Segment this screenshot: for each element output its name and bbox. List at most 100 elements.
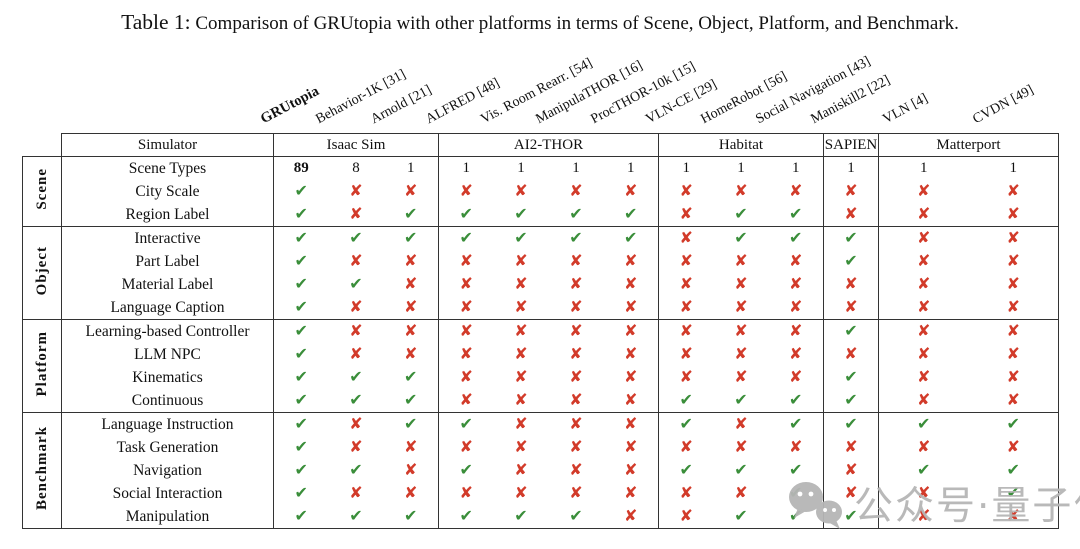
table-cell: 1 — [439, 157, 494, 181]
table-cell: ✔ — [713, 389, 769, 413]
cross-icon: ✘ — [1006, 389, 1020, 409]
table-cell: ✘ — [768, 273, 824, 296]
cross-icon: ✘ — [404, 436, 418, 456]
table-row-language-caption: Language Caption✔✘✘✘✘✘✘✘✘✘✘✘✘ — [23, 296, 1059, 320]
row-label: Continuous — [61, 389, 274, 413]
cell-value: 8 — [352, 160, 360, 176]
table-number: Table 1: — [121, 10, 191, 34]
table-cell: ✔ — [823, 319, 879, 343]
table-cell: ✘ — [549, 436, 604, 459]
table-cell: 1 — [968, 156, 1059, 180]
cross-icon: ✘ — [569, 296, 583, 316]
cross-icon: ✘ — [569, 459, 583, 479]
cross-icon: ✘ — [1006, 180, 1020, 200]
cross-icon: ✘ — [349, 296, 363, 316]
cross-icon: ✘ — [459, 436, 473, 456]
table-cell: ✘ — [659, 320, 714, 344]
table-cell: ✔ — [768, 203, 824, 227]
table-cell: ✘ — [714, 180, 769, 203]
table-cell: ✘ — [494, 320, 549, 344]
cross-icon: ✘ — [514, 250, 528, 270]
table-cell: ✘ — [603, 250, 659, 273]
cross-icon: ✘ — [514, 273, 528, 293]
cross-icon: ✘ — [917, 436, 931, 456]
cross-icon: ✘ — [404, 296, 418, 316]
cross-icon: ✘ — [734, 250, 748, 270]
table-cell: ✔ — [768, 226, 824, 250]
table-cell: ✘ — [603, 343, 659, 366]
table-caption: Table 1: Comparison of GRUtopia with oth… — [0, 10, 1080, 35]
cross-icon: ✘ — [789, 320, 803, 340]
table-cell: ✔ — [493, 203, 549, 227]
table-cell: ✘ — [968, 273, 1059, 296]
cross-icon: ✘ — [917, 366, 931, 386]
table-cell: ✘ — [768, 343, 824, 366]
table-cell: ✔ — [329, 459, 384, 482]
cross-icon: ✘ — [624, 505, 638, 525]
row-label: Navigation — [61, 459, 274, 482]
check-icon: ✔ — [294, 505, 308, 525]
row-label: Task Generation — [61, 436, 274, 459]
check-icon: ✔ — [459, 227, 473, 247]
table-cell: ✘ — [878, 389, 969, 413]
table-cell: ✘ — [879, 366, 969, 389]
table-cell: ✔ — [274, 459, 329, 482]
table-cell: ✔ — [658, 389, 714, 413]
check-icon: ✔ — [514, 227, 528, 247]
cross-icon: ✘ — [569, 343, 583, 363]
cross-icon: ✘ — [917, 482, 931, 502]
check-icon: ✔ — [734, 459, 748, 479]
table-cell: 1 — [603, 156, 659, 180]
table-cell: ✘ — [329, 482, 384, 505]
cross-icon: ✘ — [459, 250, 473, 270]
cross-icon: ✘ — [569, 320, 583, 340]
table-cell: ✘ — [603, 505, 659, 529]
table-cell: 8 — [329, 157, 384, 181]
table-cell: ✘ — [878, 296, 969, 320]
table-cell: ✔ — [329, 273, 384, 296]
cross-icon: ✘ — [624, 180, 638, 200]
cross-icon: ✘ — [459, 180, 473, 200]
check-icon: ✔ — [917, 459, 931, 479]
table-cell: 1 — [823, 156, 879, 180]
table-cell: ✘ — [439, 320, 494, 344]
group-label-scene: Scene — [22, 156, 62, 227]
table-cell: ✘ — [879, 343, 969, 366]
cross-icon: ✘ — [734, 366, 748, 386]
cell-value: 89 — [293, 160, 309, 176]
table-cell: 1 — [714, 157, 769, 181]
table-cell: ✔ — [274, 482, 329, 505]
cross-icon: ✘ — [514, 413, 528, 433]
table-cell: ✔ — [823, 250, 879, 273]
simulator-group-isaac-sim: Isaac Sim — [273, 133, 439, 157]
table-cell: ✘ — [768, 436, 824, 459]
table-cell: ✔ — [879, 459, 969, 482]
check-icon: ✔ — [1006, 413, 1020, 433]
check-icon: ✔ — [734, 505, 748, 525]
table-cell: ✘ — [659, 273, 714, 296]
cross-icon: ✘ — [917, 343, 931, 363]
column-header-vln-4: VLN [4] — [880, 91, 931, 128]
check-icon: ✔ — [294, 343, 308, 363]
check-icon: ✔ — [404, 505, 418, 525]
row-label: Language Caption — [61, 296, 274, 320]
simulator-group-habitat: Habitat — [658, 133, 824, 157]
table-cell: ✘ — [968, 505, 1059, 529]
cross-icon: ✘ — [734, 413, 748, 433]
table-cell: ✘ — [768, 250, 824, 273]
group-label-object: Object — [22, 226, 62, 320]
table-cell: ✘ — [494, 459, 549, 482]
check-icon: ✔ — [404, 389, 418, 409]
cross-icon: ✘ — [1006, 343, 1020, 363]
check-icon: ✔ — [844, 505, 858, 525]
cross-icon: ✘ — [624, 320, 638, 340]
table-cell: ✘ — [383, 250, 439, 273]
table-cell: ✔ — [273, 505, 329, 529]
table-cell: ✔ — [548, 203, 604, 227]
table-cell: ✔ — [493, 505, 549, 529]
corner-blank-cell — [23, 134, 62, 157]
table-cell: ✘ — [659, 180, 714, 203]
check-icon: ✔ — [294, 366, 308, 386]
table-cell: ✔ — [439, 227, 494, 251]
